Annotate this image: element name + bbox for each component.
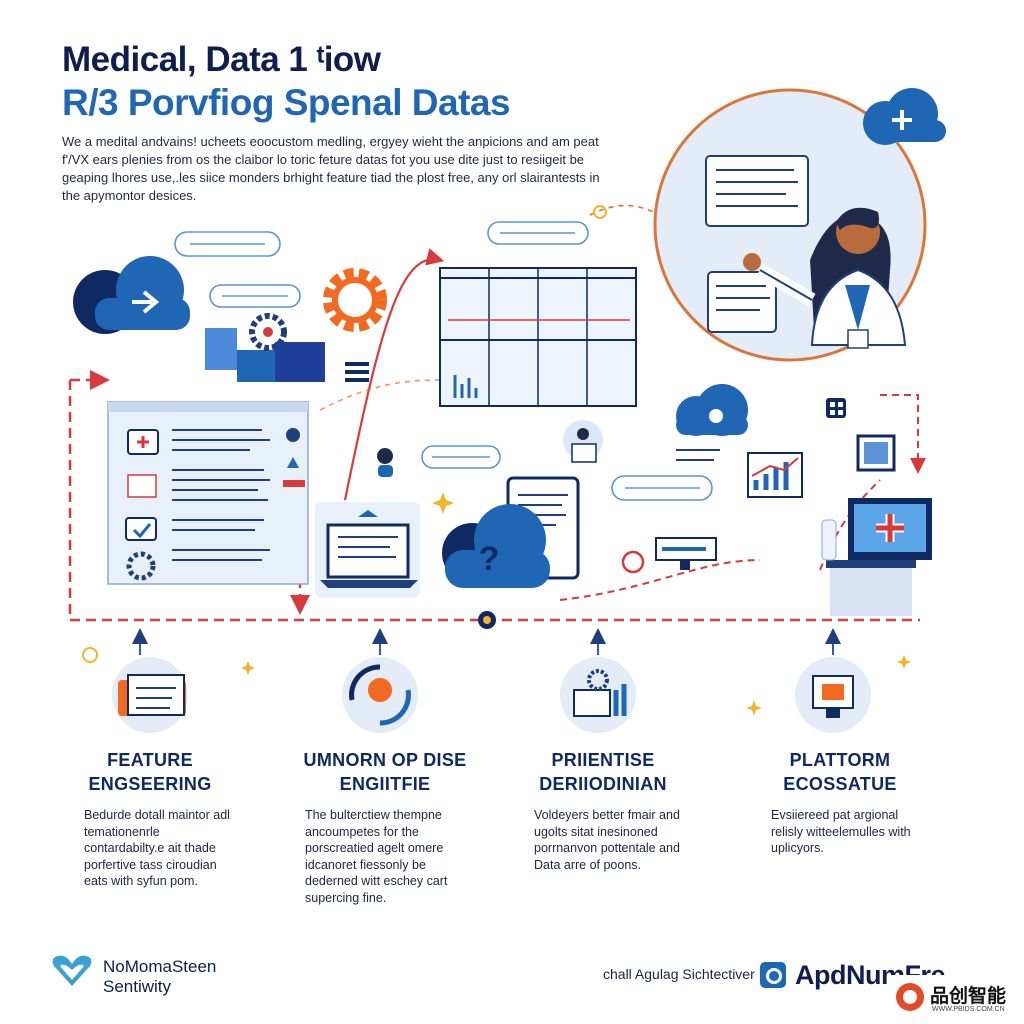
watermark-url: WWW.PBIDS.COM.CN [932,1006,1005,1013]
svg-text:?: ? [479,540,500,578]
stage-title-feature: FEATURE ENGSEERING [88,750,212,794]
stage-connectors [132,628,841,655]
bar-chart-icon [747,452,803,498]
app-logo-icon [760,962,786,988]
cloud-question-icon: ? [442,476,580,588]
speech-bubbles [174,221,713,501]
content-lines [172,429,270,561]
nurse-illustration [653,88,927,362]
grid-icon [826,398,846,418]
stage-desc-model: The bulterctiew thempne ancoumpetes for … [305,808,448,905]
heart-logo-icon [52,955,92,986]
monitor-window [107,401,309,585]
stage-desc-deploy: Voldeyers better fmair and ugolts sitat … [534,808,680,872]
stage-icon-feature [112,657,188,733]
medical-cross-icon [821,498,932,616]
stage-title-model: UMNORN OP DISE ENGIITFIE [303,750,467,794]
stage-title-platform: PLATTORM ECOSSATUE [783,750,897,794]
brand-left: NoMomaSteen Sentiwity [103,957,216,997]
cloud-logo-icon [676,384,748,461]
watermark-logo-icon [896,983,924,1011]
stage-icon-platform [795,657,871,733]
stage-desc-platform: Evsiiereed pat argional relisly witteele… [771,808,911,855]
chart-monitor-icon [621,537,717,574]
person-headset-icon [377,448,393,477]
gear-blocks-icon [205,313,369,382]
watermark: 品创智能 WWW.PBIDS.COM.CN [890,975,1024,1024]
cloud-arrow-icon [73,256,190,334]
watermark-text: 品创智能 [930,986,1007,1007]
stage-icon-model [342,657,418,733]
page-subtitle: R/3 Porvfiog Spenal Datas [62,82,511,123]
laptop-icon [315,502,420,598]
gear-icon [323,268,387,332]
footer-tagline: chall Agulag Sichtectiver [603,966,755,982]
intro-paragraph: We a medital andvains! ucheets eoocustom… [62,134,600,203]
sparkle-icons [82,205,911,716]
cloud-plus-icon [863,88,946,145]
stage-title-deploy: PRIIENTISE DERIIODINIAN [539,750,667,794]
data-table-panel [439,267,637,407]
analyst-icon [563,420,603,463]
stage-icon-deploy [560,657,636,733]
stage-desc-feature: Bedurde dotall maintor adl temationenrle… [84,808,230,888]
brand-left-line2: Sentiwity [103,977,172,996]
brand-left-line1: NoMomaSteen [103,957,217,976]
sidebar-icons [283,428,305,487]
desktop-monitor-icon [856,434,896,472]
page-title: Medical, Data 1 ᵗiow [62,40,381,79]
